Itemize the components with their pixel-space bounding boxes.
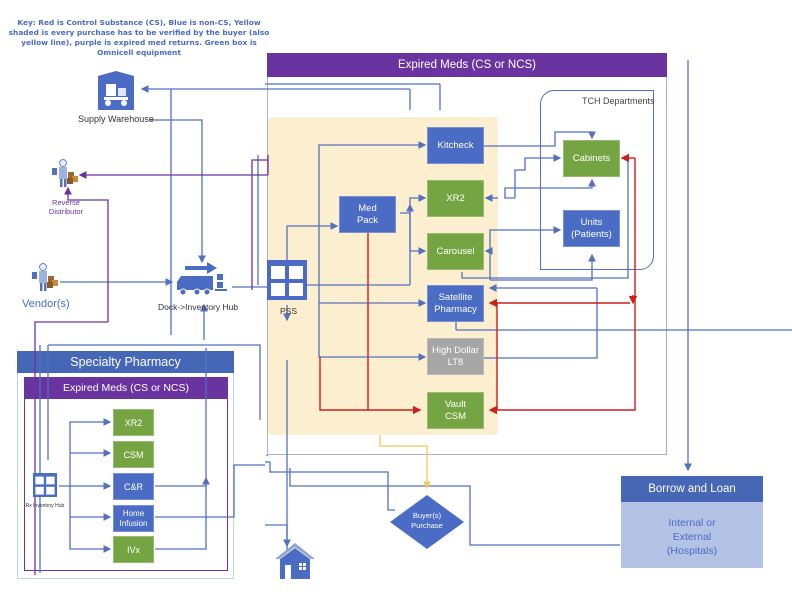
xr2-box[interactable]: XR2	[427, 180, 484, 217]
borrow-loan-panel[interactable]: Borrow and Loan Internal or External (Ho…	[621, 476, 763, 568]
wire	[150, 119, 206, 264]
borrow-loan-header: Borrow and Loan	[621, 476, 763, 502]
house-icon	[275, 543, 315, 579]
vendors-node[interactable]	[30, 262, 60, 292]
wire	[155, 464, 265, 518]
person-with-boxes-icon	[32, 263, 58, 291]
sp-expired-title: Expired Meds (CS or NCS)	[62, 382, 190, 394]
wire	[379, 435, 431, 490]
borrow-loan-title: Borrow and Loan	[648, 483, 736, 495]
home-node[interactable]	[275, 543, 315, 579]
specialty-pharmacy-title: Specialty Pharmacy	[70, 355, 181, 369]
sp-xr2-box[interactable]: XR2	[113, 409, 154, 436]
wire	[489, 226, 562, 280]
units-patients-box[interactable]: Units (Patients)	[563, 210, 620, 247]
specialty-pharmacy-header: Specialty Pharmacy	[17, 351, 234, 373]
carousel-box[interactable]: Carousel	[427, 233, 484, 270]
forklift-warehouse-icon	[98, 71, 134, 110]
tch-departments-label: TCH Departments	[582, 96, 655, 106]
borrow-loan-body: Internal or External (Hospitals)	[666, 517, 718, 557]
wire	[289, 468, 620, 546]
supply-warehouse-label: Supply Warehouse	[78, 114, 154, 124]
wire	[514, 154, 562, 198]
wire	[455, 320, 792, 331]
wire	[318, 285, 427, 361]
reverse-distributor-node[interactable]	[50, 158, 80, 188]
expired-meds-header: Expired Meds (CS or NCS)	[267, 53, 667, 77]
wire	[367, 230, 422, 415]
wire	[409, 213, 427, 255]
supply-warehouse-node[interactable]	[96, 70, 136, 110]
wire	[484, 288, 598, 359]
high-dollar-box[interactable]: High Dollar LT8	[427, 338, 484, 375]
expired-meds-title: Expired Meds (CS or NCS)	[397, 59, 537, 71]
wire	[69, 517, 112, 553]
pss-node[interactable]	[267, 260, 307, 300]
wire	[251, 155, 269, 290]
wire	[400, 194, 427, 214]
wire	[142, 89, 411, 110]
rx-inventory-hub-node[interactable]	[33, 473, 57, 497]
legend-key: Key: Red is Control Substance (CS), Blue…	[8, 18, 270, 57]
wire	[319, 357, 368, 411]
wire	[34, 321, 108, 575]
vault-csm-box[interactable]: Vault CSM	[427, 392, 484, 429]
wire	[64, 186, 109, 322]
wire	[488, 158, 636, 415]
sp-expired-header: Expired Meds (CS or NCS)	[24, 377, 228, 399]
wire	[461, 158, 629, 279]
wire	[318, 141, 427, 285]
sp-csm-box[interactable]: CSM	[113, 441, 154, 468]
sp-home-infusion-box[interactable]: Home Infusion	[113, 505, 154, 532]
sp-cr-box[interactable]: C&R	[113, 473, 154, 500]
wire	[59, 418, 112, 487]
wire	[155, 348, 207, 550]
delivery-truck-icon	[177, 262, 227, 296]
rx-inventory-hub-label: Rx Inventory Hub	[25, 503, 65, 509]
reverse-distributor-label: Reverse Distributor	[48, 198, 84, 216]
satellite-pharmacy-box[interactable]: Satellite Pharmacy	[427, 285, 484, 322]
dock-inventory-hub-node[interactable]	[177, 262, 233, 298]
wire	[504, 178, 596, 199]
shopping-bags-grid-icon	[33, 473, 57, 497]
wire	[265, 461, 395, 511]
wire	[69, 486, 112, 521]
kitcheck-box[interactable]: Kitcheck	[427, 127, 484, 164]
tch-departments-frame	[540, 90, 654, 270]
dock-inventory-hub-label: Dock->Inventory Hub	[158, 302, 239, 312]
wire	[265, 524, 291, 548]
wire	[286, 222, 339, 275]
person-with-boxes-icon	[52, 159, 78, 187]
cabinets-box[interactable]: Cabinets	[563, 140, 620, 177]
buyer-purchase-label: Buyer(s) Purchase	[411, 511, 443, 530]
shopping-bags-grid-icon	[267, 260, 307, 300]
wire	[490, 303, 497, 410]
buyer-purchase-decision[interactable]: Buyer(s) Purchase	[390, 495, 464, 549]
vendors-label: Vendor(s)	[22, 298, 70, 310]
med-pack-box[interactable]: Med Pack	[339, 196, 396, 233]
wire	[47, 344, 261, 460]
wire	[484, 131, 596, 147]
sp-ivx-box[interactable]: IVx	[113, 536, 154, 563]
wire	[155, 476, 210, 487]
pss-label: PSS	[280, 306, 298, 316]
wire	[490, 253, 596, 281]
decision-diamond-shape	[390, 495, 464, 549]
wire	[265, 83, 441, 110]
